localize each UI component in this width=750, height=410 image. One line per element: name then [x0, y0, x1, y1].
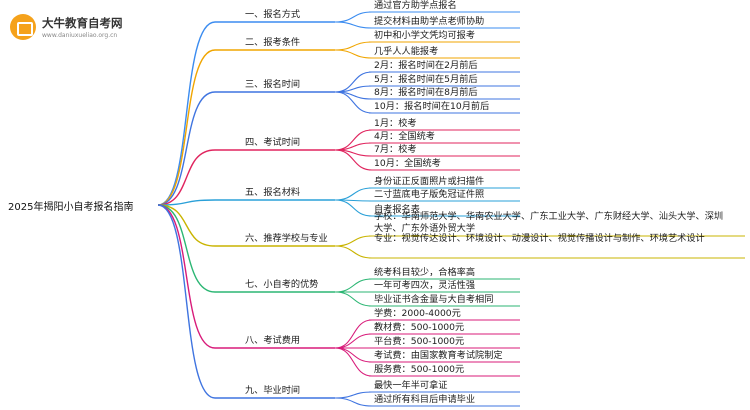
leaf-label: 一年可考四次，灵活性强	[374, 280, 476, 291]
branch-label: 一、报名方式	[245, 9, 301, 20]
leaf-label: 服务费：500-1000元	[374, 364, 465, 375]
leaf-label: 学费：2000-4000元	[374, 308, 461, 319]
leaf-label: 二寸蓝底电子版免冠证件照	[374, 189, 485, 200]
leaf-connector	[334, 41, 373, 51]
leaf-connector	[334, 49, 373, 59]
branch-label: 八、考试费用	[245, 335, 301, 346]
leaf-connector	[334, 278, 373, 293]
root-connector	[157, 149, 216, 206]
leaf-connector	[334, 11, 373, 23]
leaf-label: 8月：报名时间在8月前后	[374, 87, 478, 98]
leaf-label: 通过官方助学点报名	[374, 0, 457, 11]
branch-label: 三、报名时间	[245, 79, 301, 90]
leaf-label: 身份证正反面照片或扫描件	[374, 176, 485, 187]
leaf-label: 毕业证书含金量与大自考相同	[374, 294, 494, 305]
leaf-connector	[334, 347, 373, 377]
leaf-label: 统考科目较少，合格率高	[374, 267, 476, 278]
leaf-label: 教材费：500-1000元	[374, 322, 465, 333]
leaf-label: 1月：校考	[374, 118, 417, 129]
leaf-label: 考试费：由国家教育考试院制定	[374, 350, 503, 361]
leaf-label: 自考报名表	[374, 204, 420, 215]
branch-label: 二、报考条件	[245, 37, 301, 48]
leaf-label: 通过所有科目后申请毕业	[374, 394, 476, 405]
branch-label: 九、毕业时间	[245, 385, 301, 396]
leaf-label: 10月：全国统考	[374, 158, 441, 169]
leaf-label: 2月：报名时间在2月前后	[374, 60, 478, 71]
root-topic: 2025年揭阳小自考报名指南	[8, 202, 134, 213]
leaf-connector	[334, 391, 373, 399]
leaf-connector	[334, 187, 373, 201]
leaf-label: 平台费：500-1000元	[374, 336, 465, 347]
leaf-label: 4月：全国统考	[374, 131, 435, 142]
leaf-label: 学校：华南师范大学、华南农业大学、广东工业大学、广东财经大学、汕头大学、深圳大学…	[374, 211, 724, 234]
leaf-connector	[334, 91, 373, 114]
leaf-connector	[334, 245, 373, 259]
root-connector	[157, 204, 216, 293]
root-connector	[157, 204, 216, 399]
branch-label: 四、考试时间	[245, 137, 301, 148]
leaf-connector	[334, 235, 373, 247]
book-icon	[10, 14, 36, 40]
brand-name: 大牛教育自考网	[42, 16, 123, 30]
leaf-label: 7月：校考	[374, 144, 417, 155]
leaf-connector	[334, 291, 373, 307]
leaf-connector	[334, 333, 373, 349]
branch-label: 七、小自考的优势	[245, 279, 319, 290]
leaf-label: 专业：视觉传达设计、环境设计、动漫设计、视觉传播设计与制作、环境艺术设计	[374, 233, 705, 244]
branch-label: 六、推荐学校与专业	[245, 233, 328, 244]
leaf-label: 最快一年半可拿证	[374, 380, 448, 391]
leaf-label: 初中和小学文凭均可报考	[374, 30, 476, 41]
leaf-label: 10月：报名时间在10月前后	[374, 101, 490, 112]
root-connector	[157, 204, 216, 349]
leaf-label: 提交材料由助学点老师协助	[374, 16, 485, 27]
brand-logo: 大牛教育自考网 www.daniuxueliao.org.cn	[10, 12, 130, 46]
branch-label: 五、报名材料	[245, 187, 301, 198]
root-connector	[157, 49, 216, 206]
brand-url: www.daniuxueliao.org.cn	[42, 32, 118, 39]
leaf-connector	[334, 347, 373, 363]
root-connector	[157, 199, 216, 206]
root-connector	[157, 204, 216, 247]
leaf-connector	[334, 21, 373, 29]
leaf-connector	[334, 199, 373, 217]
leaf-connector	[334, 397, 373, 407]
root-connector	[157, 91, 216, 206]
leaf-label: 5月：报名时间在5月前后	[374, 74, 478, 85]
leaf-label: 几乎人人能报考	[374, 46, 439, 57]
leaf-connector	[334, 149, 373, 171]
